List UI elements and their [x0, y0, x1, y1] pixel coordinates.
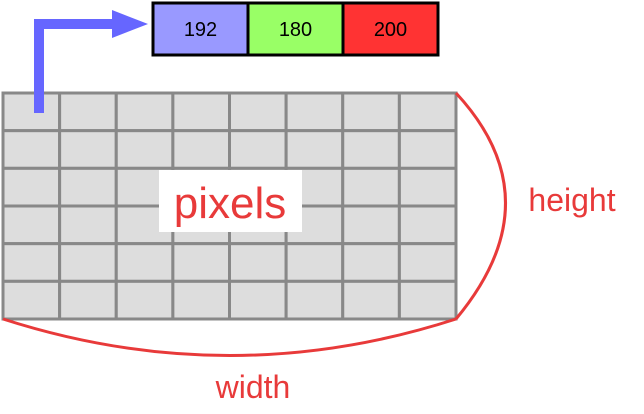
- pixel-cell: [341, 279, 401, 321]
- pixel-cell: [171, 279, 231, 321]
- pointer-arrow: [34, 10, 148, 113]
- channel-cell-red: [341, 1, 440, 57]
- height-label: height: [528, 182, 615, 218]
- pixel-cell: [228, 279, 288, 321]
- pixel-cell: [58, 242, 118, 283]
- pixel-cell: [114, 129, 175, 170]
- pixel-cell: [1, 91, 62, 133]
- pixel-cell: [228, 242, 288, 283]
- pixel-cell: [58, 129, 118, 170]
- pixels-label-background: [159, 170, 302, 232]
- pixel-cell: [58, 204, 118, 246]
- arrow-shaft: [34, 19, 118, 113]
- pixel-cell: [341, 129, 401, 170]
- width-brace: [2, 317, 457, 357]
- pixel-cell: [1, 129, 62, 170]
- pixel-cell: [58, 166, 118, 208]
- pixel-cell: [341, 242, 401, 283]
- pixel-cell: [114, 279, 175, 321]
- pixel-cell: [1, 166, 62, 208]
- pixel-cell: [114, 242, 175, 283]
- pixel-cell: [397, 279, 458, 321]
- pixel-cell: [341, 91, 401, 133]
- height-brace: [454, 91, 507, 320]
- pixel-cell: [114, 91, 175, 133]
- pixel-cell: [284, 129, 345, 170]
- pixel-cell: [58, 91, 118, 133]
- channel-cell-blue: [151, 1, 250, 57]
- pixel-cell: [284, 242, 345, 283]
- pixels-label-box: pixels: [159, 170, 302, 232]
- pixel-cell: [397, 242, 458, 283]
- width-label: width: [215, 369, 291, 405]
- channel-value-red: 200: [374, 19, 407, 41]
- pixel-cell: [397, 166, 458, 208]
- pixel-cell: [228, 129, 288, 170]
- channel-value-blue: 192: [184, 19, 217, 41]
- pixel-cell: [397, 91, 458, 133]
- pixel-cell: [397, 204, 458, 246]
- arrow-head: [112, 10, 148, 38]
- pixel-cell: [171, 242, 231, 283]
- pixel-cell: [284, 279, 345, 321]
- pixel-cell: [397, 129, 458, 170]
- channel-value-green: 180: [279, 19, 312, 41]
- pixel-cell: [171, 129, 231, 170]
- pixel-cell: [284, 91, 345, 133]
- channel-cell-green: [246, 1, 345, 57]
- pixel-cell: [58, 279, 118, 321]
- pixels-label: pixels: [174, 179, 287, 228]
- pixel-cell: [341, 166, 401, 208]
- channel-value-box: 192 180 200: [151, 1, 440, 57]
- pixel-cell: [228, 91, 288, 133]
- pixel-cell: [341, 204, 401, 246]
- pixel-cell: [1, 242, 62, 283]
- pixel-cell: [1, 279, 62, 321]
- pixel-cell: [1, 204, 62, 246]
- pixel-cell: [171, 91, 231, 133]
